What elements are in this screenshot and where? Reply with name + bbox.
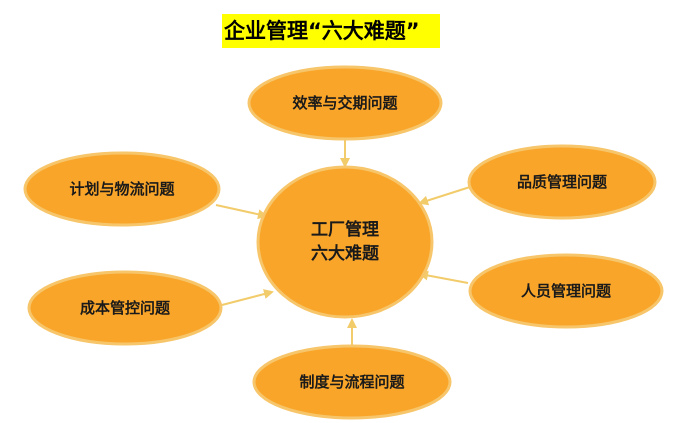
node-personnel: 人员管理问题 <box>468 253 664 329</box>
center-label-line2: 六大难题 <box>311 243 380 264</box>
center-label-line1: 工厂管理 <box>311 219 379 240</box>
node-efficiency-label: 效率与交期问题 <box>292 94 398 112</box>
node-quality-label: 品质管理问题 <box>517 173 608 191</box>
node-cost: 成本管控问题 <box>27 270 223 346</box>
node-process: 制度与流程问题 <box>252 344 452 420</box>
arrow-planning <box>215 204 268 220</box>
page-title: 企业管理“六大难题” <box>224 19 420 43</box>
node-planning: 计划与物流问题 <box>23 151 221 227</box>
center-node: 工厂管理 六大难题 <box>256 165 434 319</box>
node-quality: 品质管理问题 <box>467 144 657 220</box>
arrow-quality <box>418 186 471 206</box>
arrow-cost <box>221 289 274 306</box>
title-highlight <box>222 14 440 48</box>
arrow-personnel <box>418 270 469 284</box>
node-personnel-label: 人员管理问题 <box>521 282 612 300</box>
node-cost-label: 成本管控问题 <box>80 299 171 317</box>
connectors <box>215 138 471 348</box>
node-efficiency: 效率与交期问题 <box>247 65 443 141</box>
node-planning-label: 计划与物流问题 <box>69 180 175 198</box>
node-process-label: 制度与流程问题 <box>299 373 405 391</box>
